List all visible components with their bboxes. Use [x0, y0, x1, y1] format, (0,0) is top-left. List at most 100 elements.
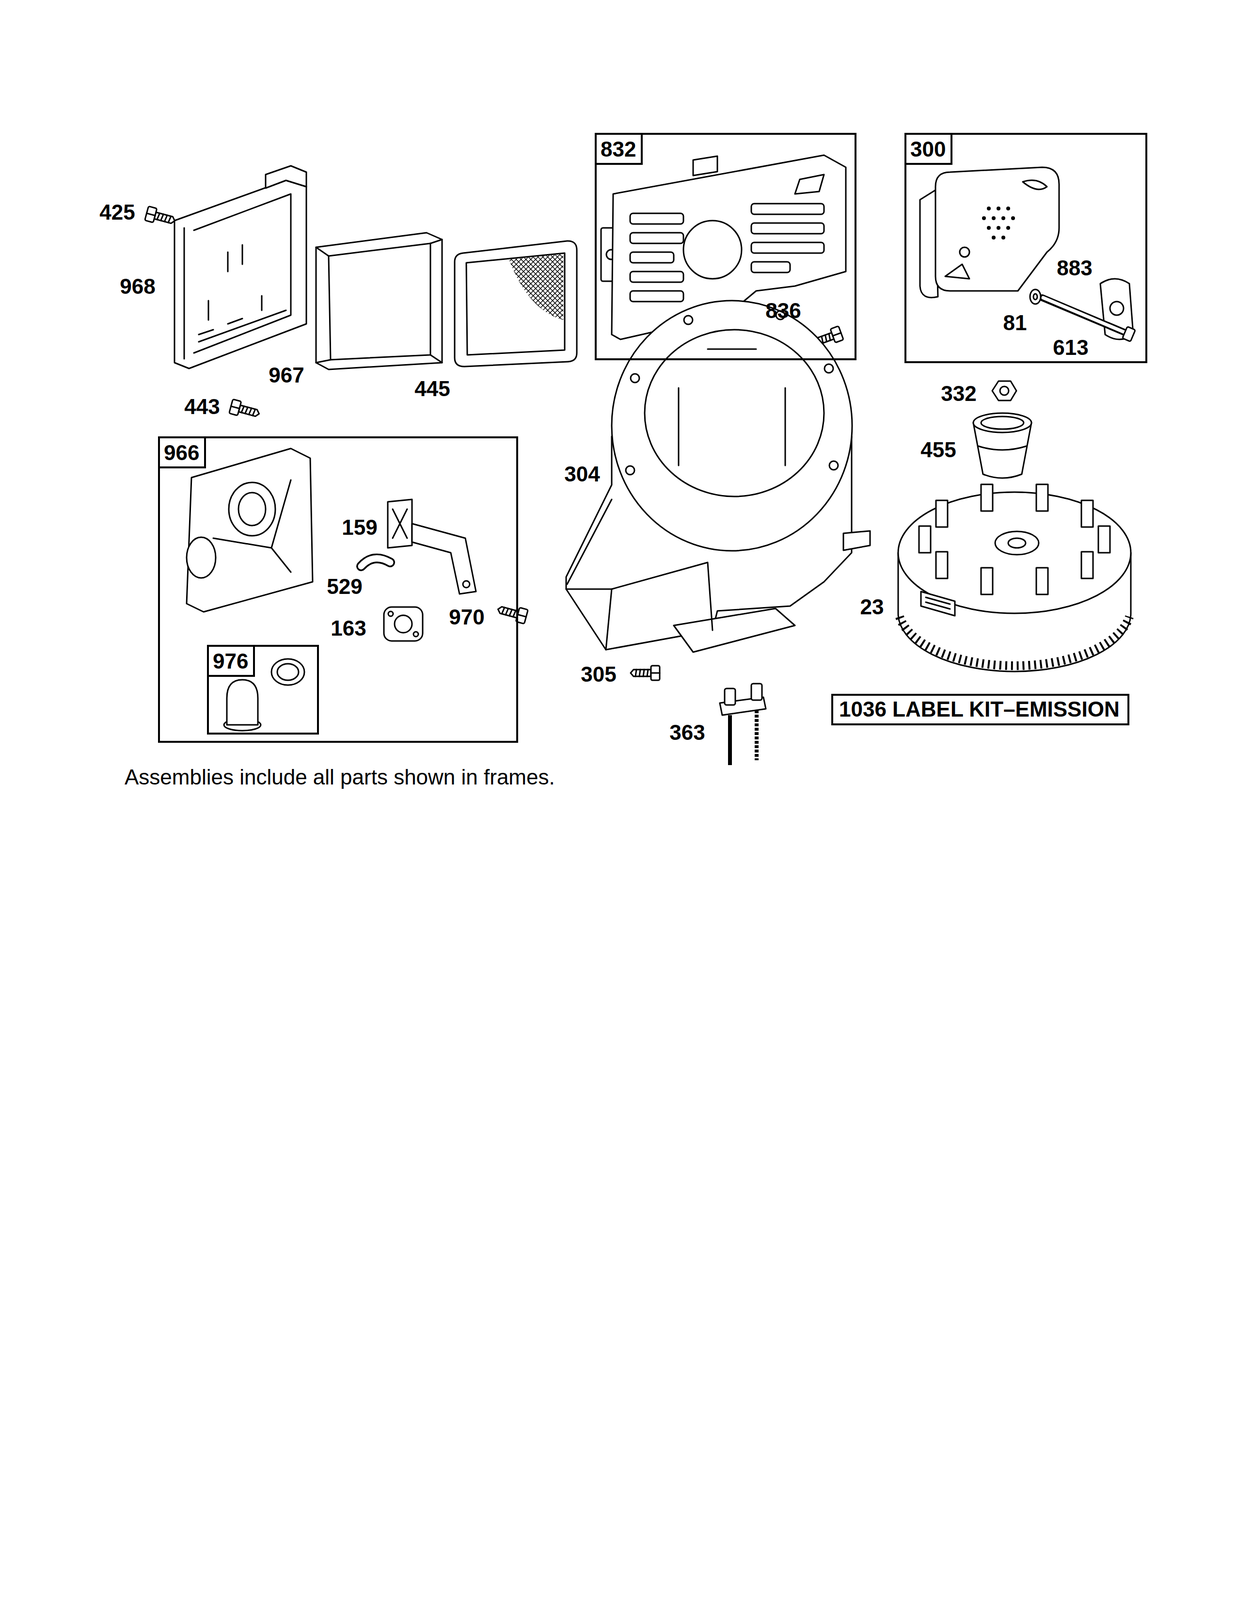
flywheel	[1098, 525, 1110, 553]
flywheel	[981, 484, 993, 511]
air-cleaner-base	[208, 244, 262, 320]
pre-cleaner	[466, 253, 565, 355]
screw	[144, 206, 177, 228]
coil-bracket	[724, 688, 736, 705]
air-filter	[316, 239, 443, 363]
flywheel	[935, 551, 948, 579]
air-filter	[316, 232, 443, 370]
carburetor-parts	[186, 448, 476, 641]
muffler-guard	[683, 220, 742, 279]
muffler	[982, 216, 986, 221]
air-filter	[316, 232, 443, 370]
carburetor-parts	[392, 508, 408, 539]
muffler-guard	[630, 213, 684, 224]
muffler-guard	[751, 242, 824, 254]
blower-housing	[625, 465, 635, 475]
muffler	[1001, 216, 1006, 221]
nut-and-cup	[999, 386, 1009, 396]
callout-number: 883	[1056, 257, 1093, 279]
muffler	[1042, 297, 1128, 334]
muffler-guard	[751, 203, 824, 215]
nut-and-cup	[978, 445, 1027, 450]
muffler-guard	[794, 174, 824, 194]
blower-housing	[824, 364, 834, 373]
carburetor-parts	[388, 611, 394, 617]
carburetor-parts	[186, 537, 216, 578]
muffler	[986, 206, 991, 211]
muffler-guard	[693, 156, 718, 176]
carburetor-parts	[413, 631, 419, 637]
flywheel	[920, 591, 955, 616]
carburetor-parts	[238, 492, 266, 526]
assembly-number: 976	[208, 646, 255, 677]
callout-number: 81	[1003, 312, 1028, 334]
caption: Assemblies include all parts shown in fr…	[124, 765, 555, 789]
callout-number: 304	[564, 463, 600, 485]
muffler	[945, 264, 970, 279]
nut-and-cup	[992, 380, 1017, 401]
flywheel	[1036, 484, 1048, 511]
callout-number: 163	[330, 617, 366, 639]
carburetor-parts	[387, 499, 412, 548]
carburetor-parts	[186, 448, 313, 612]
blower-housing	[683, 315, 693, 325]
callout-number: 332	[940, 382, 977, 405]
muffler-guard	[630, 252, 674, 263]
nut-and-cup	[973, 380, 1032, 478]
callout-number: 836	[765, 300, 801, 322]
coil-bracket	[719, 683, 766, 765]
callout-number: 363	[669, 721, 705, 744]
callout-number: 443	[184, 396, 220, 418]
blower-housing	[630, 373, 640, 383]
muffler	[1109, 301, 1124, 316]
blower-housing	[566, 499, 612, 650]
air-cleaner-base	[198, 310, 286, 342]
flywheel	[1081, 500, 1094, 527]
carburetor-parts	[394, 615, 412, 633]
carburetor-parts	[228, 482, 276, 536]
muffler-guard	[630, 290, 684, 302]
nut-and-cup	[981, 416, 1024, 429]
muffler	[991, 235, 996, 240]
flywheel	[919, 525, 931, 553]
carburetor-parts	[462, 580, 470, 588]
muffler	[1033, 293, 1038, 300]
assembly-frame: 300 883 81 613	[904, 132, 1148, 364]
muffler	[996, 225, 1001, 230]
flywheel	[981, 567, 993, 595]
muffler	[996, 206, 1001, 211]
coil-bracket	[754, 710, 759, 761]
callout-number: 445	[414, 378, 450, 400]
blower-housing	[566, 300, 871, 652]
air-filter	[328, 243, 431, 360]
nut-and-cup	[973, 412, 1032, 433]
coil-bracket	[728, 714, 732, 765]
assembly-frame: 976	[206, 644, 319, 735]
muffler-guard	[630, 232, 684, 244]
muffler	[1030, 289, 1041, 304]
muffler	[1022, 180, 1047, 190]
carburetor-parts	[412, 523, 476, 594]
label-box: 1036 LABEL KIT–EMISSION	[831, 693, 1130, 726]
assembly-frame: 966159529163970976	[158, 436, 519, 743]
blower-housing	[829, 460, 839, 470]
muffler	[991, 216, 996, 221]
screw	[229, 398, 262, 421]
flywheel	[925, 597, 951, 609]
flywheel	[899, 616, 1130, 666]
air-cleaner-base	[265, 165, 307, 189]
carburetor-parts	[213, 479, 291, 572]
callout-number: 970	[448, 606, 485, 628]
flywheel	[898, 484, 1131, 672]
pre-cleaner	[508, 253, 564, 320]
muffler-guard	[630, 271, 684, 283]
air-cleaner-base	[184, 193, 291, 359]
callout-number: 613	[1052, 336, 1089, 359]
flywheel	[1008, 538, 1026, 548]
assembly-number: 300	[906, 134, 953, 165]
assembly-number: 832	[596, 134, 643, 165]
carburetor-parts	[361, 558, 391, 567]
